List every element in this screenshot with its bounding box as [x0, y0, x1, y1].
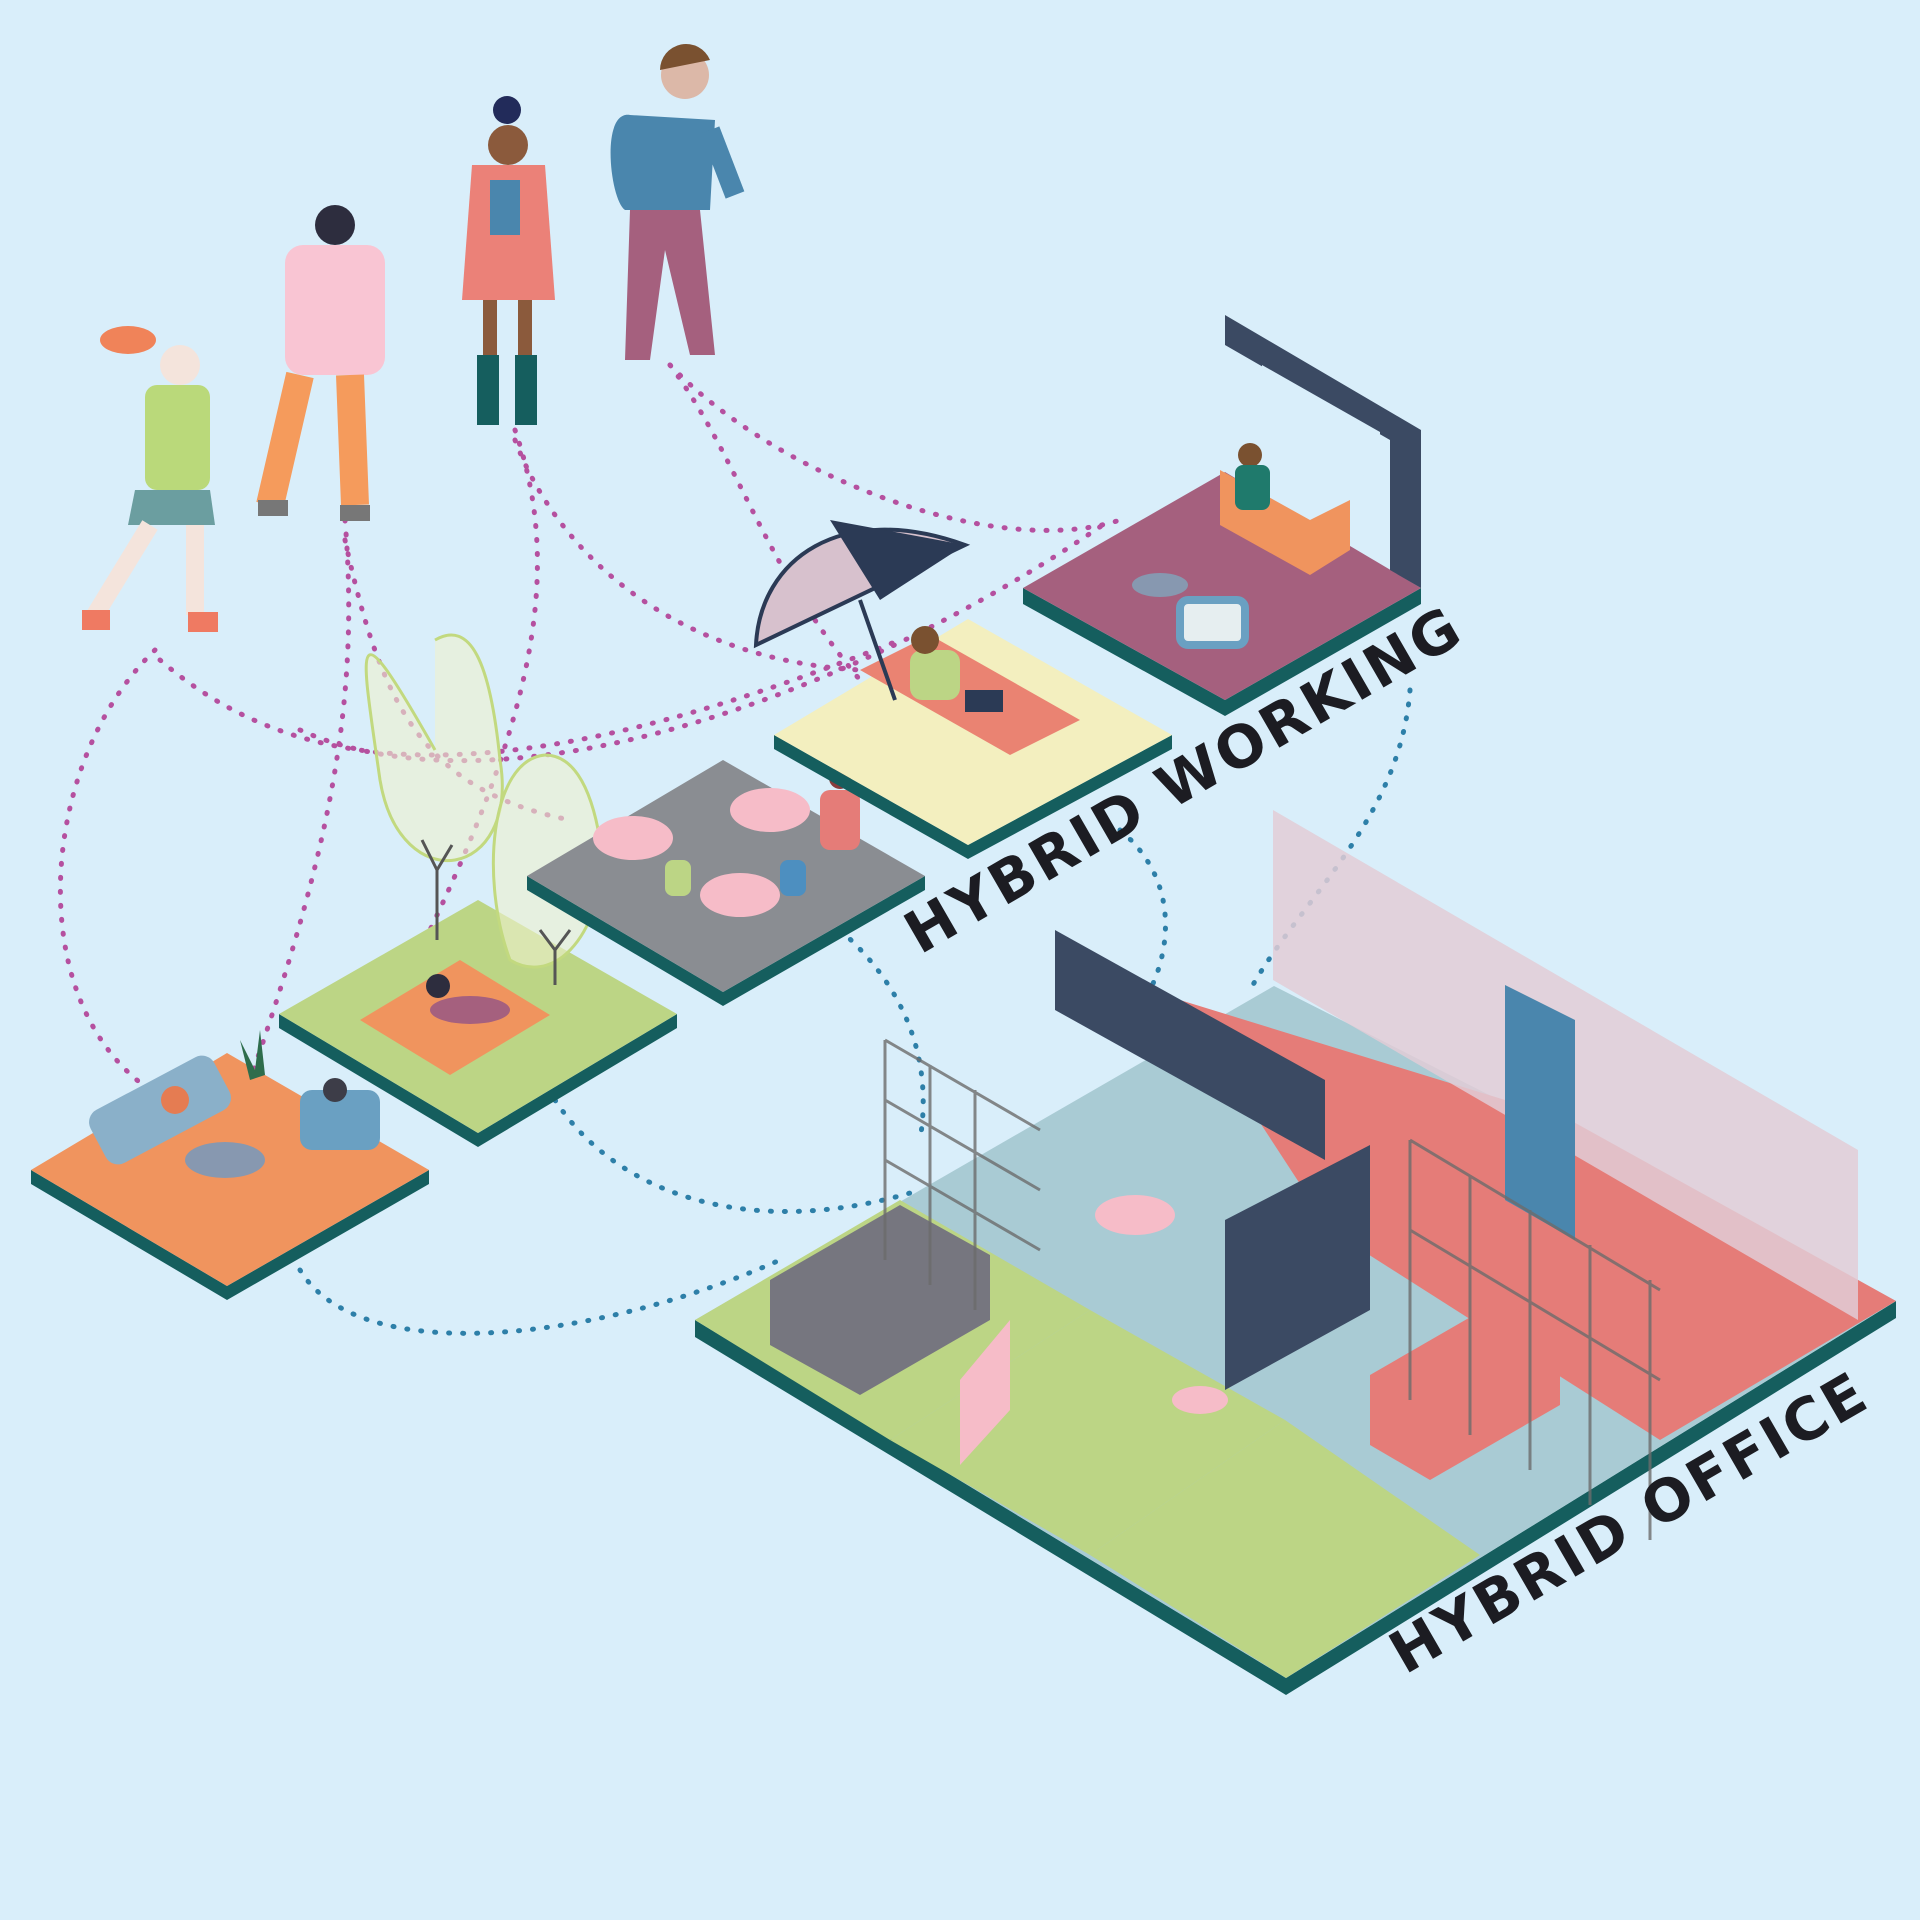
person-man-blue: [610, 44, 745, 360]
tile-home-living: [31, 1030, 429, 1300]
tile-cafe: [527, 760, 925, 1006]
path-cafe-office: [837, 927, 926, 1143]
person-woman-coral: [462, 96, 555, 425]
path-person4-beach: [667, 362, 863, 683]
people-group: [82, 44, 745, 632]
person-woman-green: [82, 326, 218, 632]
tile-home-office: [1023, 315, 1421, 716]
tile-beach: [753, 520, 1172, 859]
person-man-pink: [256, 205, 385, 521]
path-person1-home: [57, 647, 158, 1093]
path-person4-homeoffice: [667, 362, 1123, 533]
path-beach-office: [1117, 827, 1168, 993]
office-paths: [297, 687, 1413, 1336]
tile-office: [695, 810, 1896, 1695]
path-park-office: [552, 1097, 923, 1215]
path-person2-home: [247, 517, 352, 1083]
